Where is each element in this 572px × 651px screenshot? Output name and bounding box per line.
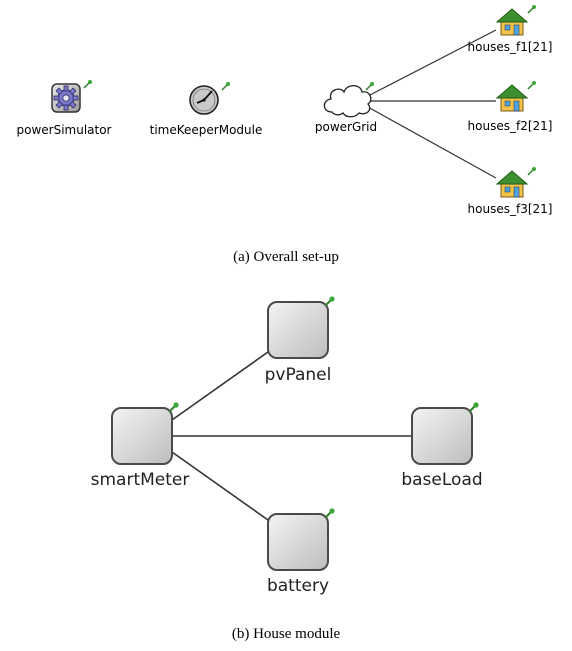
pv-panel-label: pvPanel xyxy=(265,365,332,385)
pin-icon xyxy=(468,402,479,413)
houses-f3-label: houses_f3[21] xyxy=(468,202,553,216)
houses-f3-module[interactable]: houses_f3[21] xyxy=(468,167,553,216)
pin-icon xyxy=(527,81,536,90)
pin-icon xyxy=(527,167,536,176)
base-load-module[interactable]: baseLoad xyxy=(401,402,483,490)
gear-icon xyxy=(53,85,79,111)
figure-a: powerSimulator timeKeeperModule xyxy=(16,5,552,265)
pv-panel-module[interactable]: pvPanel xyxy=(265,296,335,385)
link-smartmeter-battery xyxy=(171,451,269,521)
pin-icon xyxy=(221,82,230,91)
clock-icon xyxy=(189,85,219,115)
houses-f1-module[interactable]: houses_f1[21] xyxy=(468,5,553,54)
power-simulator-label: powerSimulator xyxy=(16,123,111,137)
power-simulator-module[interactable]: powerSimulator xyxy=(16,80,112,137)
module-box xyxy=(411,407,473,465)
pin-icon xyxy=(324,508,335,519)
power-grid-label: powerGrid xyxy=(315,120,377,134)
battery-label: battery xyxy=(267,576,329,596)
base-load-label: baseLoad xyxy=(401,470,482,490)
pin-icon xyxy=(527,5,536,14)
house-icon xyxy=(495,170,529,198)
pin-icon xyxy=(324,296,335,307)
power-grid-module[interactable]: powerGrid xyxy=(315,82,377,134)
module-box xyxy=(267,301,329,359)
smart-meter-label: smartMeter xyxy=(91,470,190,490)
pin-icon xyxy=(168,402,179,413)
module-box xyxy=(267,513,329,571)
module-box xyxy=(111,407,173,465)
figure-b: pvPanel smartMeter baseLoad xyxy=(91,296,483,642)
time-keeper-module[interactable]: timeKeeperModule xyxy=(150,82,263,137)
caption-a: (a) Overall set-up xyxy=(233,249,339,265)
link-grid-houses-f1 xyxy=(365,29,497,98)
houses-f2-label: houses_f2[21] xyxy=(468,119,553,133)
pin-icon xyxy=(83,80,92,89)
smart-meter-module[interactable]: smartMeter xyxy=(91,402,190,490)
cloud-icon xyxy=(323,84,372,118)
battery-module[interactable]: battery xyxy=(267,508,335,596)
houses-f1-label: houses_f1[21] xyxy=(468,40,553,54)
link-grid-houses-f3 xyxy=(365,105,497,179)
caption-b: (b) House module xyxy=(232,626,341,642)
pin-icon xyxy=(365,82,374,91)
link-smartmeter-pvpanel xyxy=(171,351,269,421)
houses-f2-module[interactable]: houses_f2[21] xyxy=(468,81,553,133)
time-keeper-label: timeKeeperModule xyxy=(150,123,263,137)
house-icon xyxy=(495,8,529,36)
house-icon xyxy=(495,84,529,112)
